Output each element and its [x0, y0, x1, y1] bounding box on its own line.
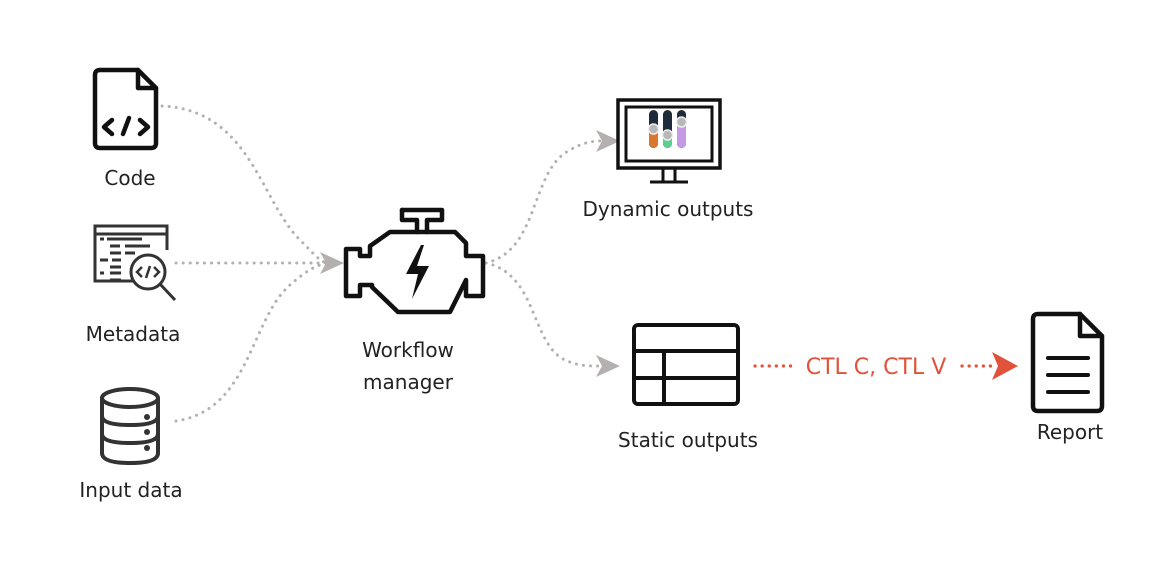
- edge-label-copy-paste: CTL C, CTL V: [806, 355, 947, 380]
- node-label-report: Report: [1037, 420, 1103, 444]
- code-file-icon: [92, 67, 159, 151]
- database-icon: [100, 387, 160, 466]
- slider-3: [675, 110, 688, 148]
- engine-icon: [343, 207, 486, 315]
- metadata-search-icon: [93, 224, 177, 302]
- node-label-workflow-line1: Workflow: [362, 338, 454, 362]
- node-report[interactable]: Report: [1030, 311, 1105, 444]
- node-label-metadata: Metadata: [86, 322, 181, 346]
- edges: CTL C, CTL V: [160, 104, 1018, 423]
- arrowhead-static-in: [596, 355, 620, 377]
- node-label-code: Code: [104, 166, 155, 190]
- table-icon: [632, 323, 740, 406]
- node-metadata[interactable]: Metadata: [86, 224, 181, 346]
- document-icon: [1030, 311, 1105, 414]
- slider-1: [647, 110, 660, 148]
- monitor-sliders-icon: [616, 98, 722, 184]
- edge-code-to-workflow: [160, 104, 330, 265]
- node-label-input-data: Input data: [79, 478, 182, 502]
- node-dynamic-outputs[interactable]: Dynamic outputs: [583, 98, 754, 221]
- edge-workflow-to-static: [484, 261, 602, 368]
- node-label-dynamic-outputs: Dynamic outputs: [583, 197, 754, 221]
- slider-2: [661, 110, 674, 148]
- arrowhead-workflow-in: [320, 252, 344, 274]
- edge-inputdata-to-workflow: [174, 261, 330, 423]
- arrowhead-dynamic-in: [596, 130, 620, 152]
- edge-workflow-to-dynamic: [484, 139, 602, 265]
- node-input-data[interactable]: Input data: [79, 387, 183, 502]
- node-label-static-outputs: Static outputs: [618, 428, 758, 452]
- node-workflow-manager[interactable]: Workflow manager: [343, 207, 486, 394]
- node-code[interactable]: Code: [92, 67, 159, 190]
- node-label-workflow-line2: manager: [363, 370, 454, 394]
- arrowhead-report-in: [992, 352, 1018, 380]
- node-static-outputs[interactable]: Static outputs: [618, 323, 758, 452]
